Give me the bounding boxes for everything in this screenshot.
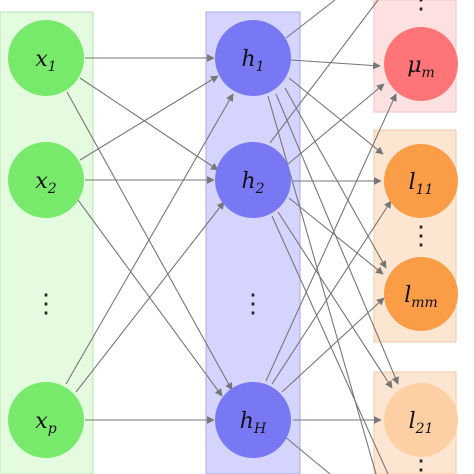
input-node-1-circle	[8, 20, 84, 96]
edge-x2-hH	[77, 199, 223, 397]
edge-h2-out-top	[269, 0, 379, 144]
hidden-node-H-circle	[215, 382, 291, 458]
hidden-node-2: h2	[215, 142, 291, 218]
edge-h1-l21	[275, 93, 399, 385]
input-node-p: xp	[8, 382, 84, 458]
l21-node-circle	[384, 383, 458, 457]
edge-h2-l21	[277, 211, 393, 389]
svg-text:h1: h1	[241, 47, 264, 75]
input-node-p-base: x	[35, 409, 48, 434]
edge-h1-out-top	[285, 0, 336, 39]
svg-text:xp: xp	[35, 409, 56, 437]
hidden-ellipsis: ⋮	[240, 289, 266, 319]
l11-node-sub: 11	[416, 182, 434, 198]
l11-node: l11	[384, 144, 458, 218]
edge-x1-h2	[79, 77, 219, 171]
lmm-node-base: l	[404, 283, 411, 308]
lmm-node: lmm	[384, 257, 458, 331]
input-node-p-sub: p	[48, 421, 57, 437]
l11-node-circle	[384, 144, 458, 218]
l21-node-base: l	[409, 409, 416, 434]
input-node-1: x1	[8, 20, 84, 96]
edge-h1-lmm	[284, 87, 387, 269]
l21-node: l21	[384, 383, 458, 457]
svg-text:hH: hH	[240, 409, 267, 437]
hidden-node-1-sub: 1	[256, 59, 265, 75]
edge-x2-h1	[79, 75, 219, 161]
edge-xp-h1	[65, 93, 234, 385]
mu-node-base: μ	[407, 53, 421, 78]
hidden-node-2-sub: 2	[255, 181, 265, 197]
hidden-node-H-sub: H	[253, 421, 267, 437]
input-node-1-base: x	[35, 47, 48, 72]
edges	[65, 0, 399, 474]
l-ellipsis: ⋮	[408, 221, 434, 251]
hidden-node-2-circle	[215, 142, 291, 218]
hidden-node-1-circle	[215, 20, 291, 96]
edge-xp-h2	[75, 201, 225, 393]
mu-node-sub: m	[422, 65, 435, 81]
hidden-node-H-base: h	[240, 409, 254, 434]
l11-node-base: l	[409, 170, 416, 195]
mu-top-ellipsis: ⋮	[408, 0, 434, 15]
hidden-node-1: h1	[215, 20, 291, 96]
edge-hH-l11	[271, 200, 392, 385]
edge-h2-out-bottom	[271, 215, 389, 474]
edge-hH-mu	[265, 93, 397, 382]
edge-h1-mu	[290, 59, 381, 70]
lmm-node-sub: mm	[411, 295, 438, 311]
svg-text:x1: x1	[35, 47, 56, 75]
lmm-node-circle	[384, 257, 458, 331]
input-node-2-sub: 2	[47, 181, 57, 197]
input-ellipsis: ⋮	[33, 289, 59, 319]
input-node-2-base: x	[35, 169, 48, 194]
input-node-p-circle	[8, 382, 84, 458]
hidden-node-1-base: h	[241, 47, 255, 72]
l21-bottom-ellipsis: ⋮	[408, 455, 434, 474]
edge-x1-hH	[66, 91, 233, 391]
edge-h2-mu	[287, 83, 385, 165]
input-node-1-sub: 1	[48, 59, 57, 75]
mu-node: μm	[384, 27, 458, 101]
input-node-2: x2	[8, 142, 84, 218]
input-node-2-circle	[8, 142, 84, 218]
edge-h1-l11	[288, 77, 384, 155]
edge-h2-lmm	[288, 197, 384, 275]
l21-node-sub: 21	[415, 421, 434, 437]
svg-text:lmm: lmm	[404, 283, 438, 311]
svg-text:x2: x2	[35, 169, 56, 197]
edge-h1-out-bottom	[267, 95, 377, 474]
hidden-node-H: hH	[215, 382, 291, 458]
mu-node-circle	[384, 27, 458, 101]
svg-text:μm: μm	[407, 53, 435, 81]
svg-text:h2: h2	[241, 169, 264, 197]
edge-hH-lmm	[281, 297, 385, 393]
svg-text:l11: l11	[409, 170, 434, 198]
hidden-node-2-base: h	[241, 169, 255, 194]
svg-text:l21: l21	[409, 409, 434, 437]
edge-hH-out-bottom	[283, 435, 331, 474]
